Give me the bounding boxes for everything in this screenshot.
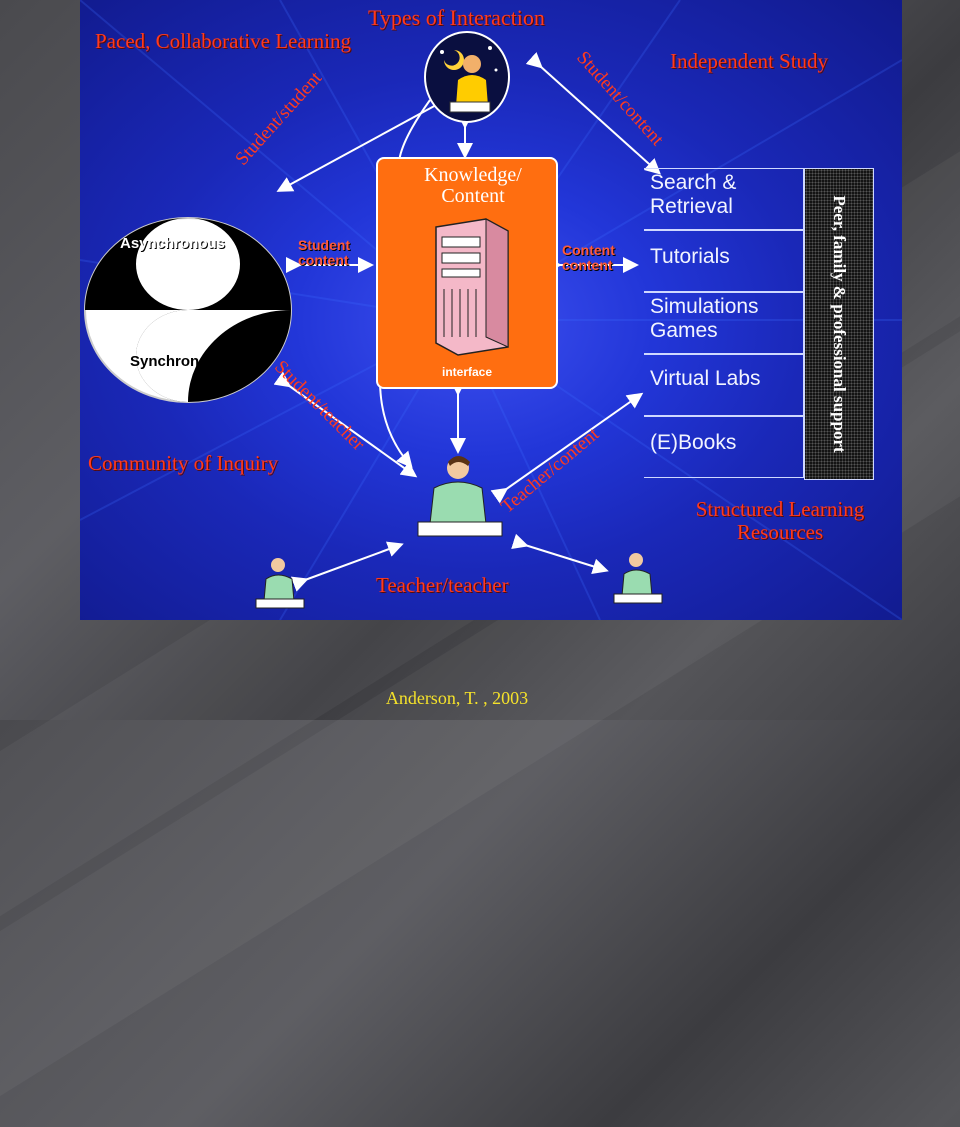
student-at-night-icon	[424, 31, 510, 123]
resource-item-simulations-games: Simulations Games	[644, 292, 804, 354]
arrow-curve-bottom	[379, 379, 413, 469]
teacher-icon	[417, 456, 503, 537]
arrow-student-content-top	[525, 52, 661, 175]
arrow-student-teacher	[273, 371, 418, 478]
resources-list: Search & Retrieval Tutorials Simulations…	[644, 168, 882, 480]
citation: Anderson, T. , 2003	[385, 688, 529, 708]
diagram-title: Types of Interaction	[368, 5, 545, 30]
edge-label-teacher-teacher: Teacher/teacher	[376, 573, 509, 597]
arrow-teacher-content	[490, 392, 644, 504]
arrow-teacher-left	[290, 541, 404, 592]
resource-item-ebooks: (E)Books	[644, 416, 804, 478]
yin-yang-bottom-label: Synchronous	[130, 353, 226, 370]
resource-item-tutorials: Tutorials	[644, 230, 804, 292]
edge-label-content-content: Content content	[562, 242, 615, 273]
diagram-panel: Types of Interaction Paced, Collaborativ…	[80, 0, 902, 620]
label-paced-collaborative: Paced, Collaborative Learning	[95, 29, 351, 53]
teacher-right-icon	[613, 553, 663, 604]
interface-label: interface	[441, 365, 493, 379]
yin-yang-top-label: Asynchronous	[120, 235, 226, 252]
yin-yang-icon	[84, 217, 292, 403]
teacher-left-icon	[255, 558, 305, 609]
label-community-of-inquiry: Community of Inquiry	[88, 451, 279, 475]
knowledge-content-box: Knowledge/ Content interface	[376, 157, 558, 389]
knowledge-title: Knowledge/ Content	[424, 164, 522, 207]
peer-support-bar: Peer, family & professional support	[804, 168, 874, 480]
server-computer-icon	[435, 218, 509, 356]
label-structured-learning: Structured Learning Resources	[695, 497, 865, 545]
peer-support-label: Peer, family & professional support	[829, 195, 849, 453]
resource-item-virtual-labs: Virtual Labs	[644, 354, 804, 416]
label-independent-study: Independent Study	[670, 49, 829, 73]
edge-label-student-content-mid: Student content	[298, 237, 351, 268]
resource-item-search-retrieval: Search & Retrieval	[644, 168, 804, 230]
arrow-student-student	[276, 79, 475, 192]
arrow-teacher-right	[511, 533, 609, 575]
